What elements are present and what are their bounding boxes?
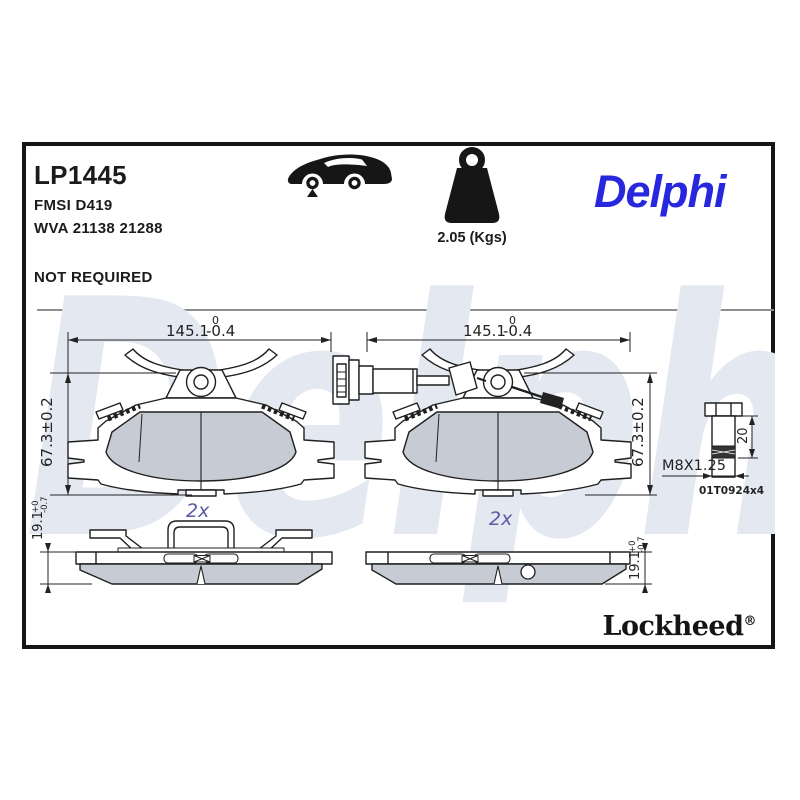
qty-label-right: 2x (489, 508, 513, 530)
delphi-logo: Delphi (594, 166, 727, 217)
svg-text:20: 20 (736, 427, 751, 444)
dim-thickness-left: 19.1 +0 -0.7 (31, 496, 50, 540)
wva-reference: WVA 21138 21288 (34, 220, 163, 237)
qty-label-left: 2x (186, 500, 210, 522)
svg-text:-0.7: -0.7 (40, 496, 50, 513)
weight-icon (444, 147, 500, 223)
registered-trademark: ® (743, 614, 757, 629)
wear-sensor-assembly (332, 355, 564, 409)
brake-pad-top-view-left (75, 520, 333, 585)
svg-text:+0: +0 (31, 500, 41, 513)
svg-text:67.3±0.2: 67.3±0.2 (38, 397, 56, 467)
axle-marker-arrow (307, 189, 318, 197)
brake-pad-front-view (67, 348, 335, 497)
dim-width-right: 145.1 -0.4 0 (463, 314, 532, 340)
dim-height-left: 67.3±0.2 (38, 397, 56, 467)
dim-thickness-right: 19.1 +0 -0.7 (628, 536, 647, 580)
dimension-arrows (45, 337, 755, 593)
svg-text:145.1: 145.1 (166, 322, 209, 340)
svg-text:0: 0 (212, 314, 219, 327)
drawing-frame (22, 142, 775, 649)
svg-text:0: 0 (509, 314, 516, 327)
part-number: LP1445 (34, 160, 127, 190)
svg-text:19.1: 19.1 (628, 551, 643, 580)
svg-text:19.1: 19.1 (31, 511, 46, 540)
svg-text:67.3±0.2: 67.3±0.2 (629, 397, 647, 467)
brake-pad-top-view-right (365, 551, 631, 585)
bolt-part-code: 01T0924x4 (699, 485, 764, 497)
dim-bolt-length: 20 (736, 427, 751, 444)
bolt-thread-label: M8X1.25 (662, 458, 726, 474)
svg-text:-0.4: -0.4 (206, 322, 235, 340)
dim-width-left: 145.1 -0.4 0 (166, 314, 235, 340)
lockheed-logo: Lockheed® (602, 611, 757, 642)
not-required-note: NOT REQUIRED (34, 269, 153, 286)
fmsi-reference: FMSI D419 (34, 197, 113, 214)
technical-drawing: Delphi (24, 231, 775, 612)
svg-text:+0: +0 (628, 540, 638, 553)
svg-text:-0.7: -0.7 (637, 536, 647, 553)
dim-height-right: 67.3±0.2 (629, 397, 647, 467)
svg-text:-0.4: -0.4 (503, 322, 532, 340)
guide-bolt-drawing (704, 402, 743, 478)
svg-text:145.1: 145.1 (463, 322, 506, 340)
weight-value: 2.05 (Kgs) (437, 230, 507, 246)
front-axle-car-icon (287, 154, 392, 197)
header-separator-line (37, 309, 774, 311)
car-silhouette (287, 154, 392, 184)
